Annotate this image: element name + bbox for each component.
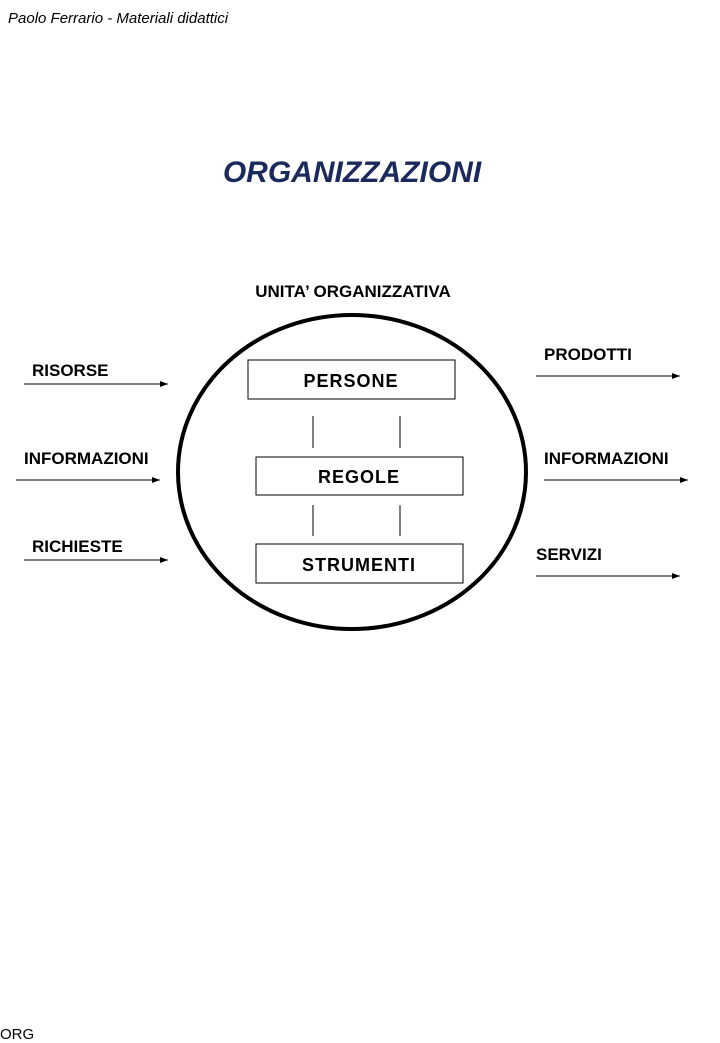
header-text: Paolo Ferrario - Materiali didattici (8, 10, 229, 27)
output-servizi: SERVIZI (536, 545, 602, 564)
input-richieste: RICHIESTE (32, 537, 123, 556)
persone-box (247, 359, 456, 400)
persone-label: PERSONE (303, 371, 398, 391)
output-informazioni: INFORMAZIONI (544, 449, 669, 468)
input-informazioni: INFORMAZIONI (24, 449, 149, 468)
strumenti-box (255, 543, 464, 584)
input-risorse: RISORSE (32, 361, 109, 380)
regole-box (255, 456, 464, 496)
connector-lines (312, 416, 401, 536)
strumenti-label: STRUMENTI (302, 555, 416, 575)
regole-label: REGOLE (318, 467, 400, 487)
page-title: ORGANIZZAZIONI (223, 156, 482, 189)
unit-label: UNITA’ ORGANIZZATIVA (255, 282, 451, 301)
footer-text: ORG (0, 1026, 35, 1043)
output-prodotti: PRODOTTI (544, 345, 632, 364)
unit-circle (176, 313, 528, 631)
